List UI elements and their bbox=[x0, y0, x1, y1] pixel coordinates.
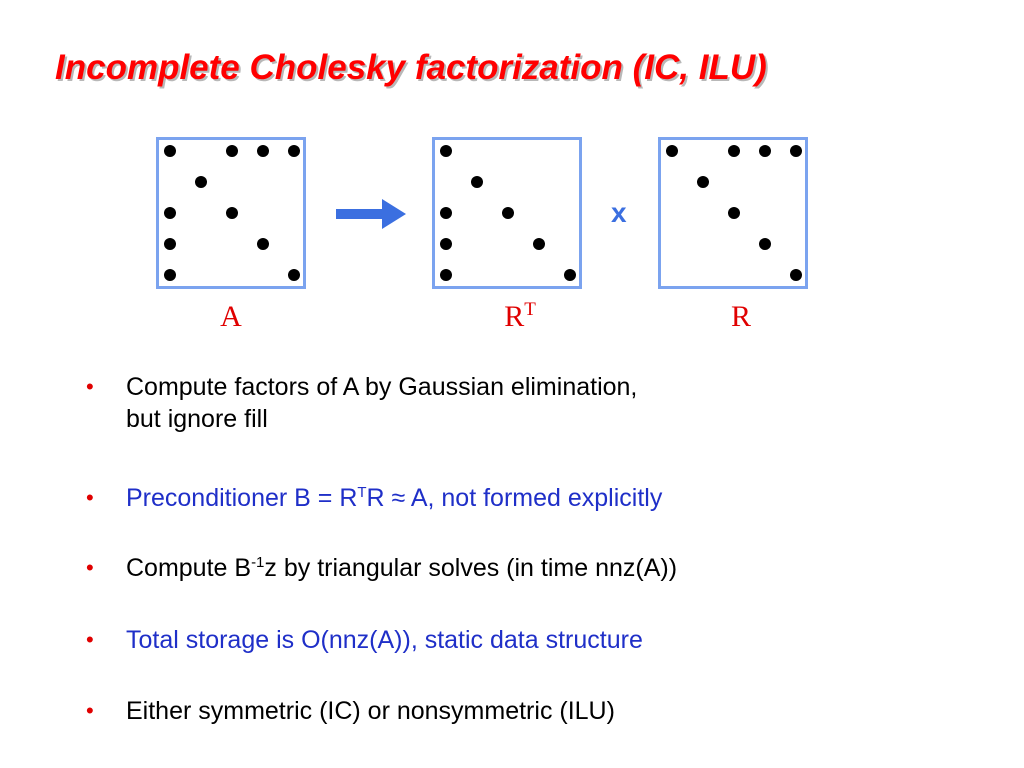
bullet-item-3: • Compute B-1z by triangular solves (in … bbox=[86, 552, 677, 588]
matrix-a-nonzero-dot bbox=[164, 238, 176, 250]
bullet-5-text: Either symmetric (IC) or nonsymmetric (I… bbox=[126, 697, 615, 725]
matrix-a-nonzero-dot bbox=[195, 176, 207, 188]
matrix-rt-nonzero-dot bbox=[440, 207, 452, 219]
bullet-1-line-1: Compute factors of A by Gaussian elimina… bbox=[126, 373, 638, 401]
right-arrow-icon bbox=[336, 199, 406, 229]
matrix-r-nonzero-dot bbox=[790, 145, 802, 157]
bullet-2-text-post: R ≈ A, not formed explicitly bbox=[366, 484, 663, 512]
slide-title: Incomplete Cholesky factorization (IC, I… bbox=[55, 48, 767, 87]
matrix-rt-label: RT bbox=[445, 299, 595, 334]
bullet-item-2: • Preconditioner B = RTR ≈ A, not formed… bbox=[86, 482, 662, 518]
matrix-rt-nonzero-dot bbox=[440, 269, 452, 281]
matrix-r-nonzero-dot bbox=[697, 176, 709, 188]
matrix-rt-nonzero-dot bbox=[502, 207, 514, 219]
matrix-r-nonzero-dot bbox=[728, 207, 740, 219]
bullet-item-4: • Total storage is O(nnz(A)), static dat… bbox=[86, 624, 643, 656]
matrix-rt-nonzero-dot bbox=[564, 269, 576, 281]
bullet-item-5: • Either symmetric (IC) or nonsymmetric … bbox=[86, 695, 615, 727]
bullet-item-1: • Compute factors of A by Gaussian elimi… bbox=[86, 371, 637, 435]
bullet-mark: • bbox=[86, 698, 94, 723]
matrix-a-label: A bbox=[156, 300, 306, 334]
multiply-operator: x bbox=[611, 197, 627, 228]
matrix-rt-nonzero-dot bbox=[440, 145, 452, 157]
matrix-a-nonzero-dot bbox=[164, 207, 176, 219]
bullet-mark: • bbox=[86, 555, 94, 580]
bullet-2-sup: T bbox=[357, 484, 367, 501]
matrix-rt-nonzero-dot bbox=[471, 176, 483, 188]
matrix-r-nonzero-dot bbox=[759, 145, 771, 157]
matrix-rt-nonzero-dot bbox=[440, 238, 452, 250]
matrix-a-nonzero-dot bbox=[164, 145, 176, 157]
bullet-2-text-pre: Preconditioner B = R bbox=[126, 484, 358, 512]
matrix-a-nonzero-dot bbox=[226, 207, 238, 219]
bullet-3-text-post: z by triangular solves (in time nnz(A)) bbox=[264, 554, 678, 582]
matrix-a-nonzero-dot bbox=[288, 269, 300, 281]
bullet-mark: • bbox=[86, 627, 94, 652]
matrix-r-nonzero-dot bbox=[790, 269, 802, 281]
matrix-a-box bbox=[156, 137, 306, 289]
bullet-3-text-pre: Compute B bbox=[126, 554, 252, 582]
bullet-mark: • bbox=[86, 374, 94, 399]
bullet-4-text: Total storage is O(nnz(A)), static data … bbox=[126, 626, 643, 654]
matrix-a-nonzero-dot bbox=[288, 145, 300, 157]
matrix-rt-nonzero-dot bbox=[533, 238, 545, 250]
matrix-r-nonzero-dot bbox=[666, 145, 678, 157]
matrix-rt-box bbox=[432, 137, 582, 289]
matrix-a-nonzero-dot bbox=[164, 269, 176, 281]
matrix-a-nonzero-dot bbox=[226, 145, 238, 157]
matrix-a-label-text: A bbox=[220, 300, 242, 333]
matrix-r-nonzero-dot bbox=[759, 238, 771, 250]
bullet-mark: • bbox=[86, 485, 94, 510]
matrix-a-nonzero-dot bbox=[257, 238, 269, 250]
matrix-a-nonzero-dot bbox=[257, 145, 269, 157]
matrix-r-nonzero-dot bbox=[728, 145, 740, 157]
bullet-3-sup: -1 bbox=[251, 554, 265, 571]
matrix-rt-label-text: R bbox=[504, 300, 525, 333]
matrix-r-label-text: R bbox=[730, 300, 751, 333]
bullet-1-line-2: but ignore fill bbox=[126, 405, 268, 433]
matrix-r-box bbox=[658, 137, 808, 289]
matrix-r-label: R bbox=[666, 300, 816, 334]
matrix-rt-label-sup: T bbox=[524, 299, 536, 320]
